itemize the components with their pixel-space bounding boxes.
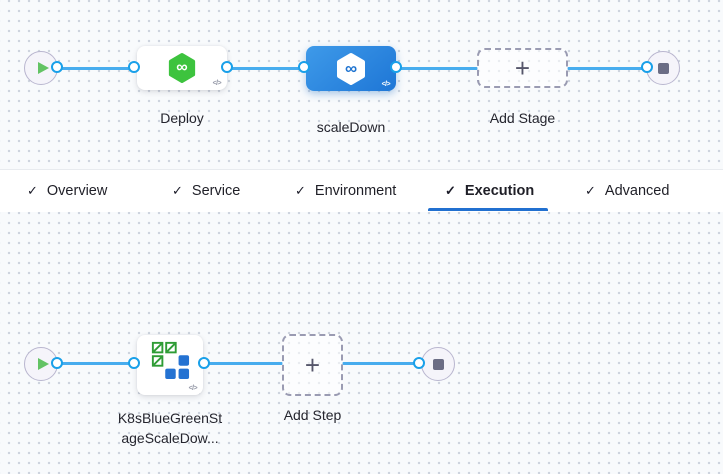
plus-icon: + bbox=[304, 350, 321, 380]
tab-label: Advanced bbox=[604, 182, 670, 199]
check-icon: ✓ bbox=[172, 182, 183, 198]
check-icon: ✓ bbox=[295, 182, 306, 198]
connector-dot bbox=[641, 61, 653, 73]
check-icon: ✓ bbox=[27, 182, 38, 198]
connector-line bbox=[228, 67, 306, 70]
play-icon bbox=[37, 358, 49, 370]
add-step-label: Add Step bbox=[283, 407, 342, 423]
plus-icon: + bbox=[514, 53, 531, 83]
step-node-k8s-bluegreen-scaledown[interactable]: </> bbox=[137, 335, 203, 395]
add-stage-label: Add Stage bbox=[489, 110, 556, 126]
harness-cd-icon-selected: ∞ bbox=[335, 52, 367, 86]
add-stage-button[interactable]: + bbox=[477, 48, 568, 88]
tab-service[interactable]: ✓ Service bbox=[172, 170, 240, 211]
tab-label: Execution bbox=[464, 182, 535, 199]
stage-label-scaledown: scaleDown bbox=[316, 119, 386, 135]
connector-dot bbox=[298, 61, 310, 73]
connector-dot bbox=[128, 61, 140, 73]
check-icon: ✓ bbox=[445, 182, 456, 198]
yaml-code-icon: </> bbox=[212, 80, 222, 87]
check-icon: ✓ bbox=[585, 182, 596, 198]
connector-dot bbox=[198, 357, 210, 369]
stage-node-scaledown[interactable]: ∞ </> bbox=[306, 46, 396, 91]
execution-end-node bbox=[421, 347, 455, 381]
connector-line bbox=[397, 67, 478, 70]
connector-line bbox=[205, 362, 283, 365]
connector-dot bbox=[51, 61, 63, 73]
tab-execution[interactable]: ✓ Execution bbox=[445, 170, 534, 211]
tab-advanced[interactable]: ✓ Advanced bbox=[585, 170, 669, 211]
stop-icon bbox=[432, 358, 444, 370]
connector-line bbox=[58, 67, 137, 70]
step-label-line1: K8sBlueGreenSt bbox=[117, 410, 223, 426]
tab-label: Environment bbox=[314, 182, 397, 199]
infinity-glyph: ∞ bbox=[176, 59, 188, 76]
tab-label: Service bbox=[191, 182, 241, 199]
connector-line bbox=[58, 362, 137, 365]
yaml-code-icon: </> bbox=[381, 81, 391, 88]
connector-dot bbox=[128, 357, 140, 369]
k8s-scaledown-icon bbox=[150, 340, 190, 385]
active-tab-underline bbox=[428, 208, 548, 211]
connector-dot bbox=[390, 61, 402, 73]
harness-cd-icon: ∞ bbox=[167, 52, 197, 84]
execution-canvas: </> K8sBlueGreenSt ageScaleDow... + Add … bbox=[0, 212, 723, 474]
stage-label-deploy: Deploy bbox=[160, 110, 204, 126]
tab-label: Overview bbox=[46, 182, 108, 199]
step-label: K8sBlueGreenSt ageScaleDow... bbox=[115, 408, 225, 448]
stage-pipeline-canvas: ∞ </> Deploy ∞ </> scaleDown + Add Stage bbox=[0, 0, 723, 169]
yaml-code-icon: </> bbox=[188, 385, 198, 392]
pipeline-end-node bbox=[646, 51, 680, 85]
tab-overview[interactable]: ✓ Overview bbox=[27, 170, 107, 211]
stage-config-tab-bar: ✓ Overview ✓ Service ✓ Environment ✓ Exe… bbox=[0, 169, 723, 213]
tab-environment[interactable]: ✓ Environment bbox=[295, 170, 396, 211]
stage-node-deploy[interactable]: ∞ </> bbox=[137, 46, 227, 90]
step-label-line2: ageScaleDow... bbox=[121, 430, 219, 446]
connector-line bbox=[567, 67, 649, 70]
connector-dot bbox=[51, 357, 63, 369]
connector-dot bbox=[413, 357, 425, 369]
connector-dot bbox=[221, 61, 233, 73]
play-icon bbox=[37, 62, 49, 74]
add-step-button[interactable]: + bbox=[282, 334, 343, 396]
stop-icon bbox=[657, 62, 669, 74]
infinity-glyph: ∞ bbox=[344, 58, 358, 78]
connector-line bbox=[342, 362, 420, 365]
